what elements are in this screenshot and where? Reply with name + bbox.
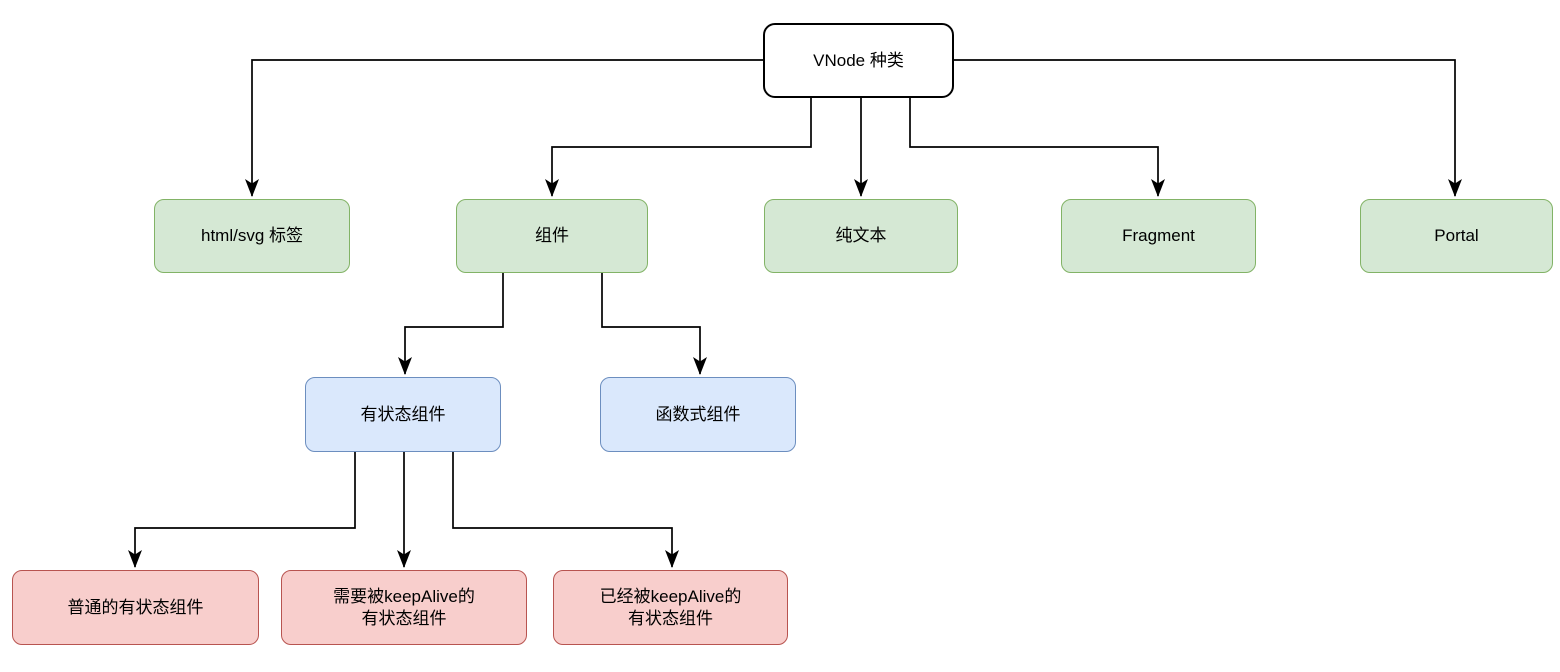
edge-root-to-fragment [909, 98, 1165, 197]
node-portal: Portal [1360, 199, 1553, 273]
node-need-keepalive-component: 需要被keepAlive的 有状态组件 [281, 570, 527, 645]
edge-root-to-portal [954, 59, 1462, 197]
node-fragment: Fragment [1061, 199, 1256, 273]
node-plain-text: 纯文本 [764, 199, 958, 273]
edge-stateful-to-normal [128, 452, 356, 568]
node-already-keepalive-component: 已经被keepAlive的 有状态组件 [553, 570, 788, 645]
node-functional-component: 函数式组件 [600, 377, 796, 452]
node-normal-stateful-component: 普通的有状态组件 [12, 570, 259, 645]
edge-root-to-component [545, 98, 812, 197]
node-vnode-root: VNode 种类 [763, 23, 954, 98]
node-stateful-component: 有状态组件 [305, 377, 501, 452]
edge-component-to-functional [601, 273, 707, 375]
node-html-svg-tag: html/svg 标签 [154, 199, 350, 273]
edge-stateful-to-already-keepalive [452, 452, 679, 568]
edge-root-to-html-svg [245, 59, 763, 197]
edge-component-to-stateful [398, 273, 504, 375]
node-component: 组件 [456, 199, 648, 273]
